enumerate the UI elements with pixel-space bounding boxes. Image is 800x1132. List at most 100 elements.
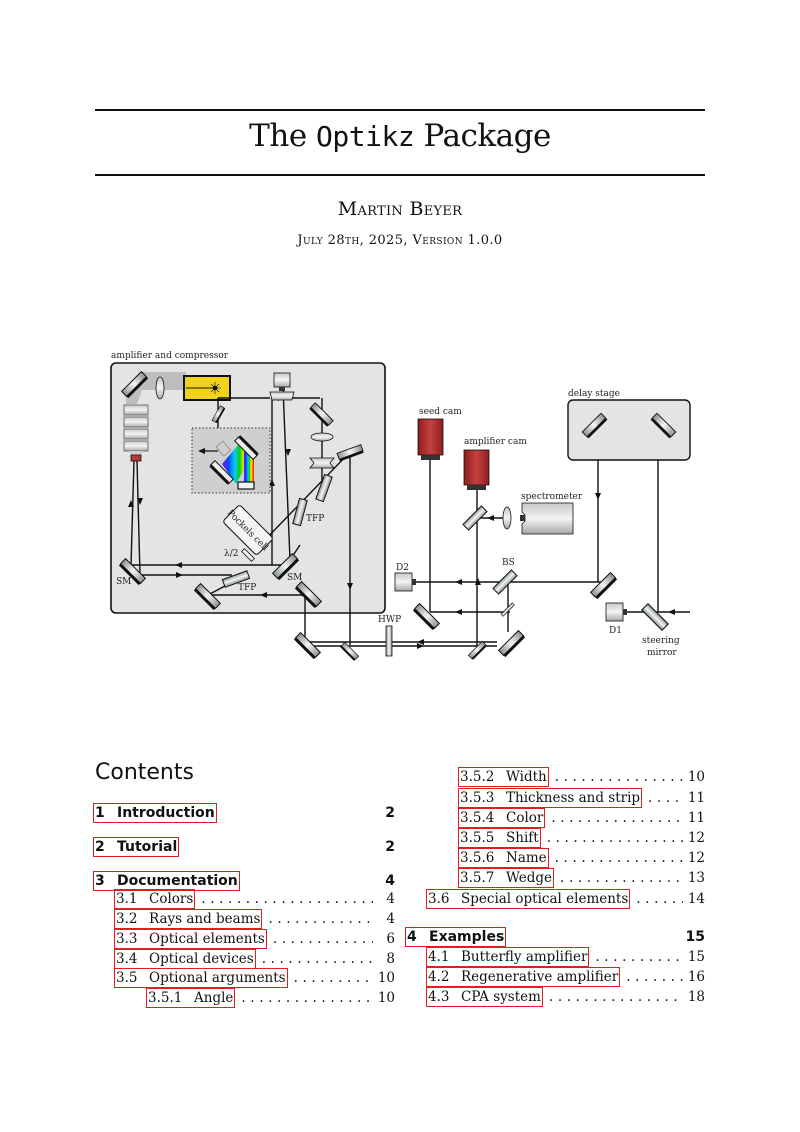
toc-number: 3.1 [116,891,138,907]
label-sm-left: SM [116,577,131,587]
toc-entry: 3.5 Optional arguments...................… [114,968,395,988]
toc-number: 4 [407,929,417,945]
title-rule-top [95,109,705,111]
toc-page-number: 10 [377,990,395,1006]
title-suffix: Package [423,118,552,154]
amplifier-camera: amplifier cam [463,437,527,490]
toc-title: Optional arguments [149,970,286,986]
toc-title: Tutorial [117,839,178,855]
toc-page-number: 11 [687,810,705,826]
toc-leader-dots: .............................. [241,990,373,1006]
label-d2: D2 [396,563,409,573]
toc-leader-dots: .............................. [554,769,683,785]
mirror-bottom-right [498,630,526,658]
label-steering-1: steering [642,636,680,646]
toc-leader-dots: .............................. [293,970,373,986]
toc-page-number: 15 [687,949,705,965]
toc-link[interactable]: 4 Examples [405,927,507,947]
toc-title: Name [506,850,547,866]
toc-title: Butterfly amplifier [461,949,588,965]
toc-title: Color [506,810,544,826]
toc-link[interactable]: 3.1 Colors [114,889,196,909]
toc-link[interactable]: 3.2 Rays and beams [114,909,263,929]
label-tfp-lower: TFP [238,583,256,593]
lens-spectrometer [502,506,512,530]
toc-title: Optical devices [149,951,254,967]
toc-number: 3 [95,873,105,889]
toc-title: Examples [429,929,505,945]
toc-link[interactable]: 3.5.7 Wedge [458,868,555,888]
toc-number: 4.2 [428,969,450,985]
toc-leader-dots: .............................. [560,870,683,886]
toc-heading: Contents [95,760,194,785]
toc-title: Shift [506,830,539,846]
toc-entry: 3.5.5Shift..............................… [458,828,705,848]
toc-number: 3.3 [116,931,138,947]
toc-title: Optical elements [149,931,265,947]
spectrometer: spectrometer [520,492,583,535]
toc-number: 3.5 [116,970,138,986]
toc-entry: 3.2 Rays and beams.......................… [114,909,395,929]
toc-title: CPA system [461,989,541,1005]
toc-number: 3.5.2 [460,769,495,785]
hwp-plate [385,625,393,657]
toc-link[interactable]: 3.5.6 Name [458,848,549,868]
toc-page-number: 10 [687,769,705,785]
toc-leader-dots: .............................. [648,790,683,806]
seed-camera: seed cam [417,407,462,460]
toc-link[interactable]: 3.5 Optional arguments [114,968,288,988]
delay-stage: delay stage [567,389,691,461]
date-version: July 28th, 2025, Version 1.0.0 [297,233,503,248]
toc-page-number: 18 [687,989,705,1005]
toc-page-number: 2 [385,805,395,821]
toc-page-number: 13 [687,870,705,886]
label-bs: BS [502,558,515,568]
toc-page-number: 16 [687,969,705,985]
toc-title: Angle [194,990,234,1006]
label-amplifier-cam: amplifier cam [464,437,527,447]
toc-number: 3.6 [428,891,450,907]
toc-number: 3.4 [116,951,138,967]
toc-leader-dots: .............................. [595,949,683,965]
label-delay-stage: delay stage [568,389,620,399]
toc-link[interactable]: 4.2 Regenerative amplifier [426,967,621,987]
toc-number: 3.5.4 [460,810,495,826]
toc-title: Wedge [506,870,553,886]
toc-number: 1 [95,805,105,821]
amplifier-top-camera [269,372,295,401]
label-sm-right: SM [287,573,302,583]
toc-number: 3.5.6 [460,850,495,866]
toc-leader-dots: .............................. [626,969,683,985]
detector-d2: D2 [394,563,416,592]
toc-page-number: 14 [687,891,705,907]
toc-link[interactable]: 3.5.4 Color [458,808,546,828]
toc-page-number: 8 [386,951,395,967]
toc-number: 3.2 [116,911,138,927]
pickoff-plate [500,602,515,617]
toc-title: Regenerative amplifier [461,969,619,985]
telescope-lenses [309,432,335,469]
steering-mirror [641,603,669,631]
toc-title: Colors [149,891,194,907]
toc-link[interactable]: 3.3 Optical elements [114,929,267,949]
toc-leader-dots: .............................. [268,911,373,927]
toc-number: 3.5.7 [460,870,495,886]
mirror-delay-return [590,572,618,600]
toc-page-number: 6 [386,931,395,947]
toc-link[interactable]: 3.4 Optical devices [114,949,256,969]
toc-title: Rays and beams [149,911,261,927]
